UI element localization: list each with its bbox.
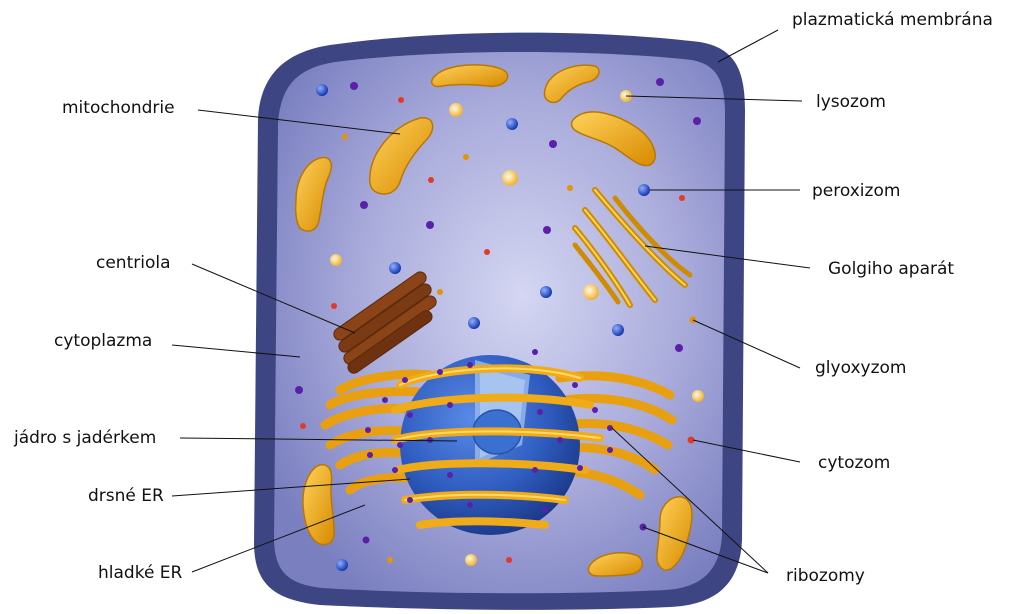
label-ribosomes: ribozomy — [786, 566, 865, 586]
label-centriole: centriola — [96, 253, 171, 273]
label-cytoplasm: cytoplazma — [54, 331, 152, 351]
nucleus — [400, 355, 580, 535]
label-glyoxysome: glyoxyzom — [815, 358, 906, 378]
label-cytosome: cytozom — [818, 453, 890, 473]
label-smooth-er: hladké ER — [98, 563, 182, 583]
label-lysosome: lysozom — [816, 92, 886, 112]
label-nucleus: jádro s jadérkem — [14, 428, 156, 448]
label-plasma-membrane: plazmatická membrána — [792, 10, 993, 30]
label-peroxisome: peroxizom — [812, 181, 900, 201]
label-mitochondria: mitochondrie — [62, 98, 175, 118]
label-golgi: Golgiho aparát — [828, 259, 954, 279]
label-rough-er: drsné ER — [88, 486, 164, 506]
